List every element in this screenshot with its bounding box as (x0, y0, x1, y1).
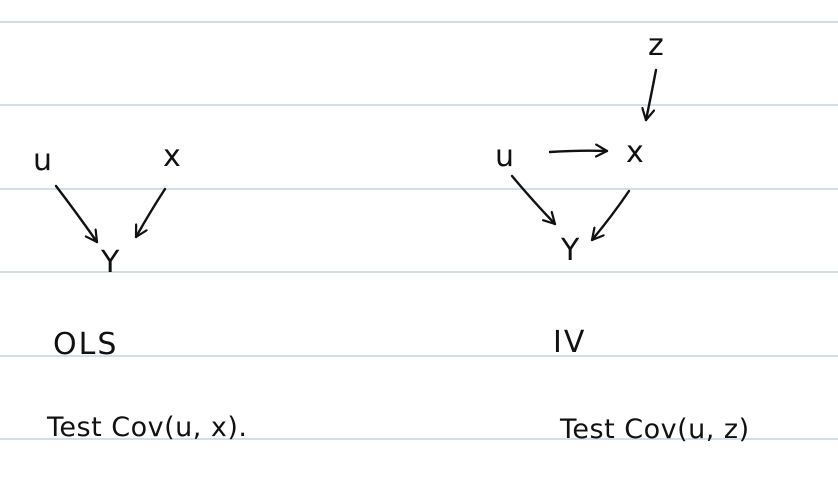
iv-node-u: u (495, 139, 514, 174)
ols-arrow-u-to-y (54, 184, 99, 244)
ols-arrow-x-to-y (134, 187, 167, 239)
ols-node-x: x (163, 139, 181, 174)
iv-arrow-z-to-x (646, 68, 658, 122)
ols-node-u: u (33, 143, 52, 178)
ols-diagram: u x Y OLS Test Cov(u, x). (33, 139, 248, 443)
iv-method-label: IV (553, 325, 586, 360)
iv-node-z: z (648, 28, 664, 63)
ruled-lines (0, 21, 838, 440)
iv-arrow-x-to-y (590, 189, 631, 242)
iv-diagram: z u x Y IV Test Cov(u, z) (495, 28, 750, 445)
iv-arrow-u-to-x (548, 151, 609, 152)
ols-test-label: Test Cov(u, x). (46, 412, 248, 443)
iv-node-x: x (626, 135, 644, 170)
iv-node-y: Y (560, 233, 580, 268)
ols-method-label: OLS (53, 327, 118, 362)
ols-node-y: Y (100, 245, 120, 280)
iv-test-label: Test Cov(u, z) (559, 414, 750, 445)
iv-arrow-u-to-y (510, 174, 557, 226)
